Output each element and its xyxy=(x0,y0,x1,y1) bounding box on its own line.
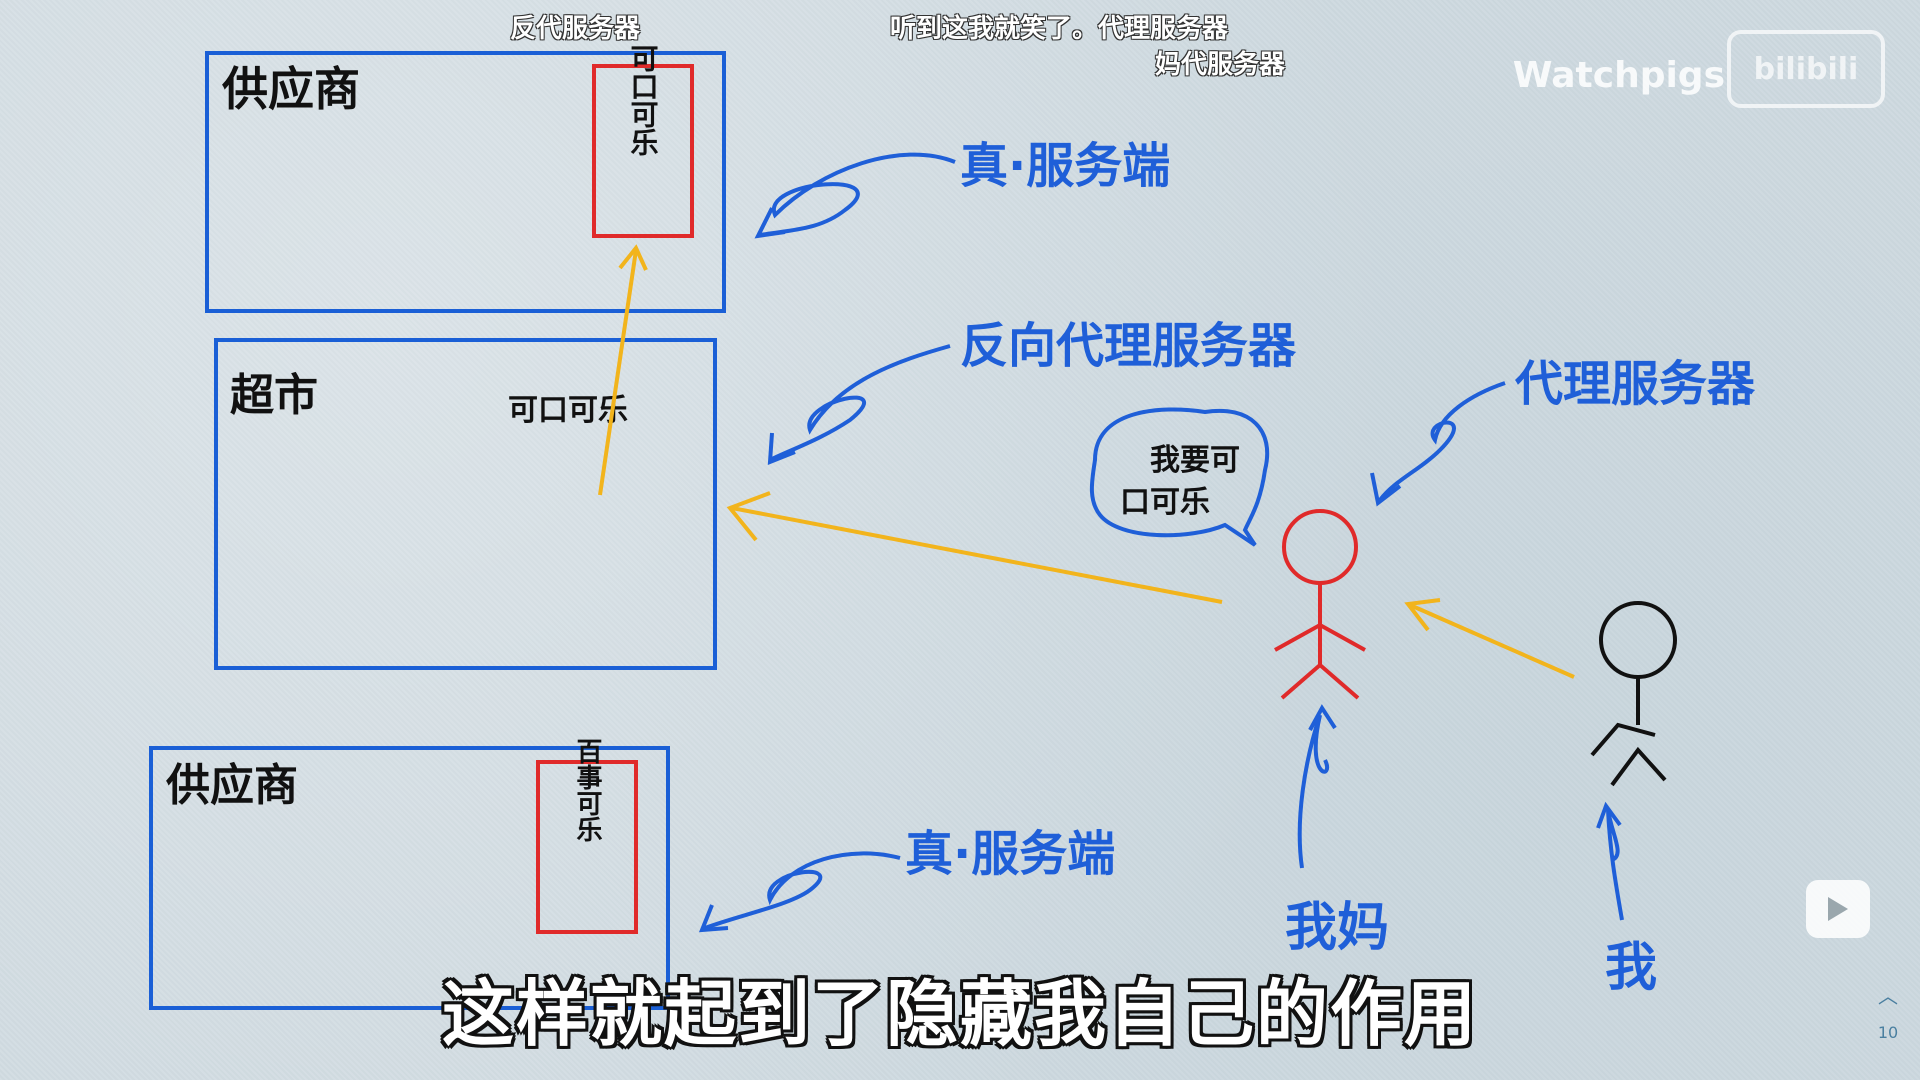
me-arrow xyxy=(1606,809,1624,921)
mom-to-supermarket-arrow-head xyxy=(726,491,771,542)
supermarket-product-label: 可口可乐 xyxy=(508,393,628,428)
speech-bubble-line2: 口可乐 xyxy=(1120,485,1210,520)
danmaku-comment-1: 反代服务器 xyxy=(510,14,641,44)
reverse-proxy-arrow-head xyxy=(767,432,796,466)
page-number: 10 xyxy=(1877,1023,1899,1042)
supermarket-box xyxy=(214,338,717,670)
real-server-label-top: 真·服务端 xyxy=(960,138,1170,194)
speech-bubble-line1: 我要可 xyxy=(1150,443,1240,478)
play-button[interactable] xyxy=(1806,880,1870,938)
danmaku-comment-3: 妈代服务器 xyxy=(1155,50,1286,80)
speech-bubble xyxy=(1089,407,1270,547)
mom-label: 我妈 xyxy=(1285,898,1389,958)
real-server-label-bottom: 真·服务端 xyxy=(905,826,1115,882)
mom-to-supermarket-arrow xyxy=(731,506,1223,604)
reverse-proxy-label: 反向代理服务器 xyxy=(960,318,1297,374)
product-label-pepsi: 百事可乐 xyxy=(572,738,602,842)
video-subtitle: 这样就起到了隐藏我自己的作用 xyxy=(441,972,1478,1056)
proxy-arrow xyxy=(1378,381,1506,502)
chevron-up-icon[interactable]: ︿ xyxy=(1878,984,1898,1008)
product-label-coke: 可口可乐 xyxy=(627,44,660,156)
proxy-arrow-head xyxy=(1370,472,1402,507)
product-box-coke xyxy=(592,64,694,238)
mom-arrow-head xyxy=(1308,704,1337,731)
me-to-mom-arrow-head xyxy=(1404,598,1441,632)
me-stick-figure xyxy=(1590,601,1677,787)
danmaku-comment-2: 听到这我就笑了。代理服务器 xyxy=(890,14,1229,44)
uploader-watermark: Watchpigs xyxy=(1512,55,1725,96)
bilibili-logo: bilibili xyxy=(1727,30,1885,108)
fetch-arrow-head xyxy=(618,244,648,271)
me-label: 我 xyxy=(1605,938,1657,998)
mom-arrow xyxy=(1297,714,1329,869)
product-box-pepsi xyxy=(536,760,638,934)
play-icon xyxy=(1828,897,1848,921)
fetch-arrow xyxy=(598,249,638,496)
supplier-label-bottom: 供应商 xyxy=(166,760,298,811)
real-server-arrow-bottom-head xyxy=(698,904,729,933)
me-arrow-head xyxy=(1596,801,1622,829)
mom-stick-figure xyxy=(1274,509,1366,700)
supermarket-label: 超市 xyxy=(230,370,318,421)
real-server-arrow-top xyxy=(759,152,956,237)
supplier-box-bottom xyxy=(149,746,670,1010)
supplier-label-top: 供应商 xyxy=(222,62,360,116)
proxy-label: 代理服务器 xyxy=(1514,356,1756,412)
supplier-box-top xyxy=(205,51,726,313)
page-indicator[interactable]: ︿ 10 xyxy=(1870,980,1906,1080)
real-server-arrow-top-head xyxy=(754,207,786,239)
me-to-mom-arrow xyxy=(1409,603,1575,679)
reverse-proxy-arrow xyxy=(769,344,951,462)
real-server-arrow-bottom xyxy=(704,851,901,930)
